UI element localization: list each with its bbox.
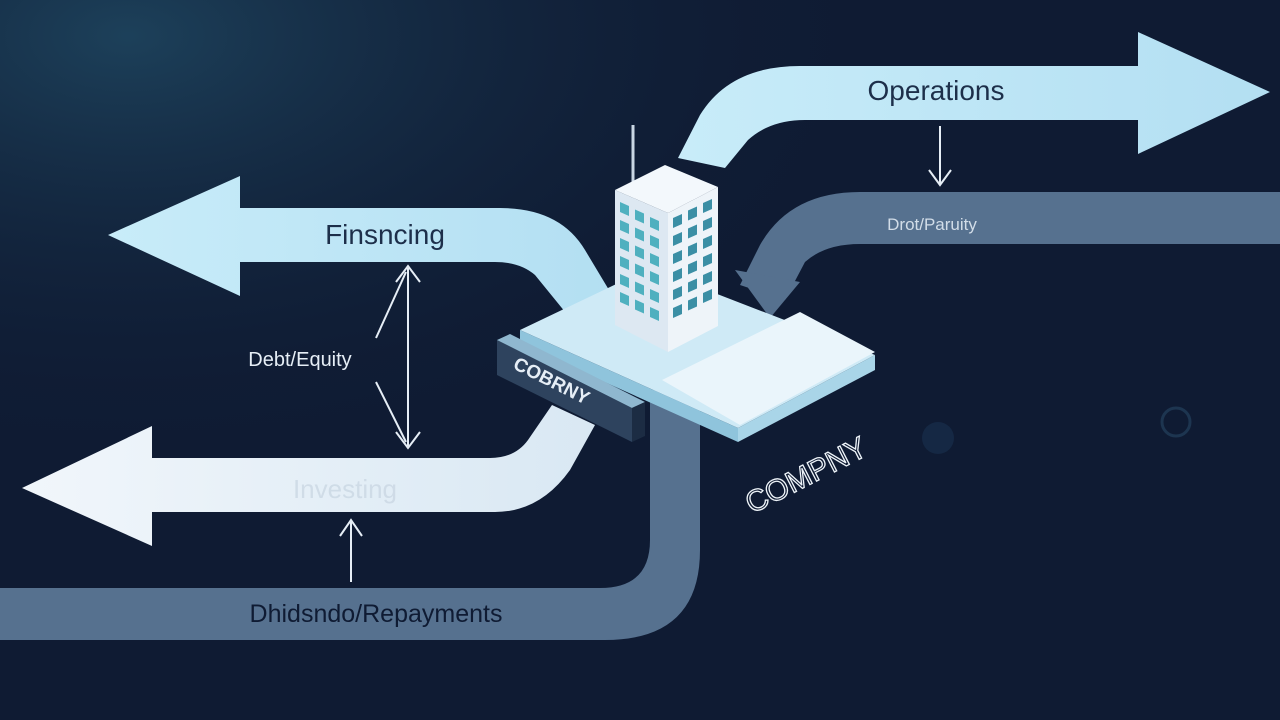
building-window <box>673 286 682 300</box>
investing-arrow <box>22 405 595 546</box>
building-window <box>635 227 644 242</box>
background-dot <box>922 422 954 454</box>
dividends-band <box>0 390 700 640</box>
building-window <box>620 238 629 252</box>
debt-equity-arrowhead <box>735 270 800 318</box>
building-window <box>703 199 712 213</box>
building-window <box>620 274 629 288</box>
company-platform <box>520 268 875 442</box>
debt-equity-band <box>740 192 1280 300</box>
building-window <box>673 214 682 228</box>
operations-arrow <box>678 32 1270 168</box>
building-window <box>703 253 712 267</box>
building-window <box>688 242 697 257</box>
building-window <box>650 289 659 303</box>
building-window <box>635 263 644 278</box>
company-plate <box>497 334 645 442</box>
operations-label: Operations <box>868 75 1005 106</box>
building-window <box>688 296 697 311</box>
building-window <box>620 292 629 306</box>
financing-label: Finsncing <box>325 219 445 250</box>
debt-equity-right-label: Drot/Paruity <box>887 215 977 234</box>
building-window <box>620 256 629 270</box>
building-window <box>688 206 697 221</box>
building-window <box>650 271 659 285</box>
building-window <box>635 299 644 314</box>
building-window <box>688 278 697 293</box>
building-window <box>635 281 644 296</box>
building-window <box>703 289 712 303</box>
background-dot <box>1160 406 1192 438</box>
debt-equity-left-label: Debt/Equity <box>248 349 351 371</box>
arrow-down-icon <box>928 126 952 187</box>
investing-label: Investing <box>293 474 397 504</box>
building-window <box>673 232 682 246</box>
building-window <box>650 307 659 321</box>
building-window <box>703 271 712 285</box>
building-window <box>635 209 644 224</box>
building-window <box>650 235 659 249</box>
building-window <box>620 220 629 234</box>
building-window <box>650 217 659 231</box>
building-window <box>688 260 697 275</box>
double-arrow-icon <box>375 264 421 450</box>
building-window <box>673 250 682 264</box>
building-window <box>620 202 629 216</box>
building-window <box>673 304 682 318</box>
building-window <box>673 268 682 282</box>
building-window <box>688 224 697 239</box>
building-window <box>703 235 712 249</box>
building-window <box>650 253 659 267</box>
building-window <box>703 217 712 231</box>
dividends-label: Dhidsndo/Repayments <box>250 600 503 628</box>
building-window <box>635 245 644 260</box>
arrow-up-icon <box>339 518 363 582</box>
building-icon <box>615 125 718 352</box>
financing-arrow <box>108 176 615 318</box>
